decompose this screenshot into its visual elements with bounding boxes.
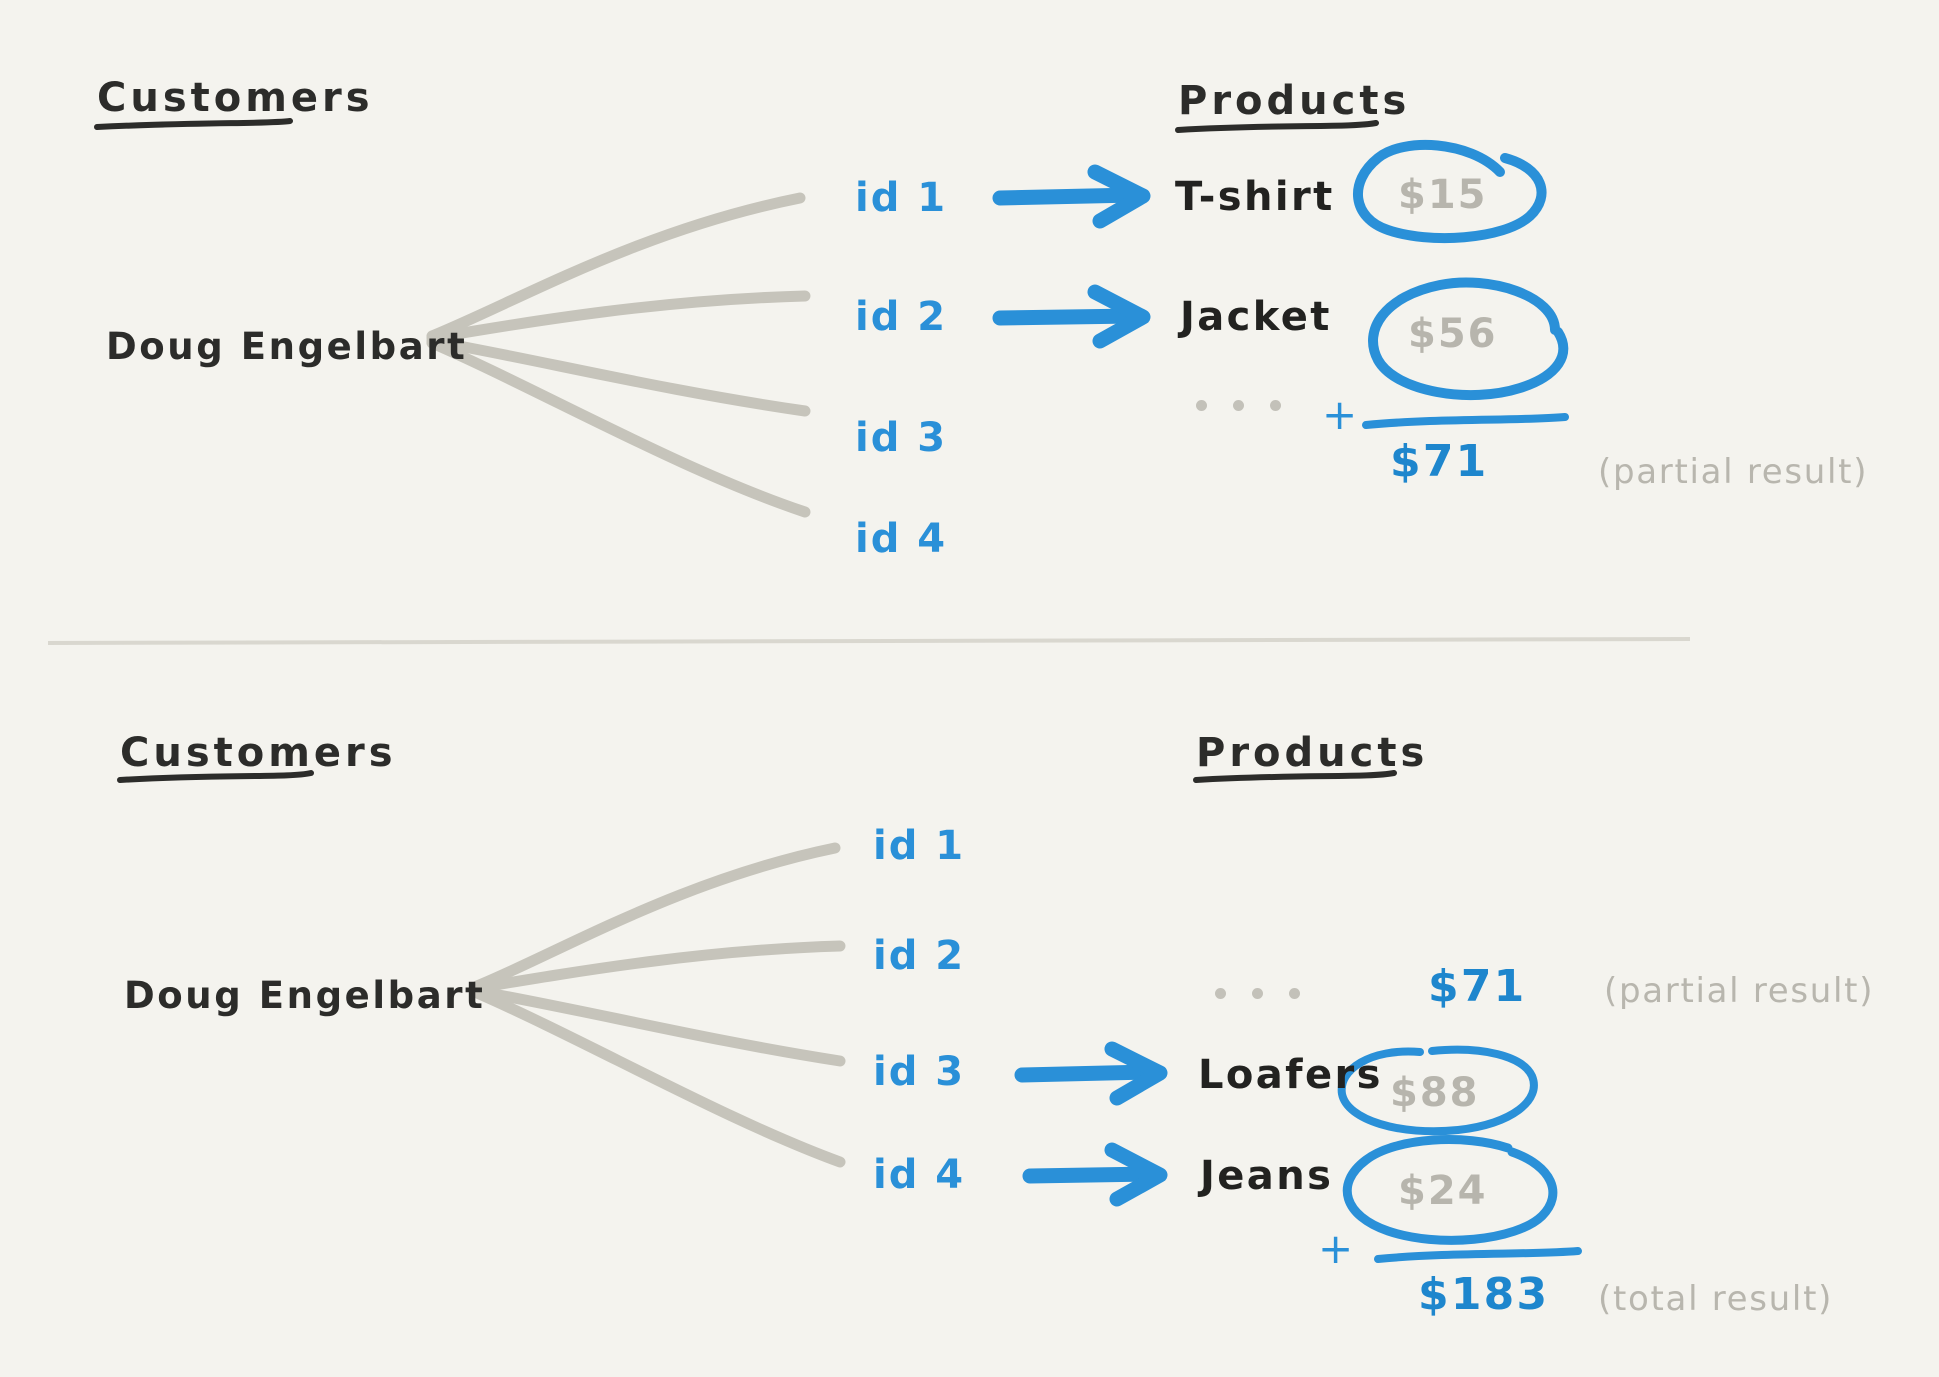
products-heading-underline-bottom: [1193, 770, 1397, 783]
sum-annotation-bottom: (total result): [1598, 1279, 1834, 1319]
sum-rule-top: [1362, 413, 1569, 429]
circle-around-price-24: [1342, 1135, 1558, 1245]
products-heading-underline-top: [1175, 120, 1379, 133]
sum-rule-bottom: [1374, 1247, 1582, 1263]
product-name-loafers[interactable]: Loafers: [1198, 1052, 1383, 1098]
id-label-top-2[interactable]: id 2: [855, 294, 948, 340]
id-label-bottom-3[interactable]: id 3: [873, 1049, 966, 1095]
products-heading-top: Products: [1178, 78, 1411, 124]
id-label-top-3[interactable]: id 3: [855, 415, 948, 461]
arrow-id2-to-jacket: [992, 284, 1151, 349]
product-name-jacket[interactable]: Jacket: [1180, 294, 1332, 340]
arrow-id4-to-jeans: [1022, 1142, 1168, 1207]
customer-name-top: Doug Engelbart: [106, 325, 468, 368]
customers-heading-underline-top: [94, 118, 293, 130]
price-jacket: $56: [1408, 311, 1498, 357]
customer-to-ids-fan-top: [426, 192, 811, 518]
id-label-bottom-1[interactable]: id 1: [873, 823, 966, 869]
arrow-id3-to-loafers: [1014, 1041, 1168, 1106]
circle-around-price-15: [1352, 139, 1547, 244]
arrow-id1-to-tshirt: [992, 164, 1151, 229]
customers-heading-top: Customers: [97, 75, 374, 121]
price-tshirt: $15: [1398, 172, 1488, 218]
sum-value-top: $71: [1390, 436, 1489, 487]
ellipsis-bottom: [1215, 988, 1300, 999]
sum-annotation-top: (partial result): [1598, 452, 1869, 492]
circle-around-price-88: [1337, 1045, 1538, 1136]
panel-divider: [47, 637, 1691, 645]
plus-sign-bottom: +: [1318, 1224, 1354, 1273]
circle-around-price-56: [1368, 277, 1569, 401]
customer-name-bottom: Doug Engelbart: [124, 974, 486, 1017]
product-name-jeans[interactable]: Jeans: [1200, 1153, 1334, 1199]
ellipsis-top: [1196, 400, 1281, 411]
sum-value-bottom: $183: [1418, 1269, 1550, 1320]
price-jeans: $24: [1398, 1168, 1488, 1214]
id-label-top-1[interactable]: id 1: [855, 175, 948, 221]
price-loafers: $88: [1390, 1070, 1480, 1116]
id-label-bottom-2[interactable]: id 2: [873, 933, 966, 979]
id-label-top-4[interactable]: id 4: [855, 516, 948, 562]
id-label-bottom-4[interactable]: id 4: [873, 1152, 966, 1198]
customers-heading-underline-bottom: [117, 770, 314, 783]
carried-value-bottom: $71: [1428, 961, 1527, 1012]
products-heading-bottom: Products: [1196, 730, 1429, 776]
plus-sign-top: +: [1322, 390, 1358, 439]
customers-heading-bottom: Customers: [120, 730, 397, 776]
product-name-tshirt[interactable]: T-shirt: [1175, 174, 1335, 220]
carried-annotation-bottom: (partial result): [1604, 971, 1875, 1011]
customer-to-ids-fan-bottom: [471, 842, 846, 1168]
